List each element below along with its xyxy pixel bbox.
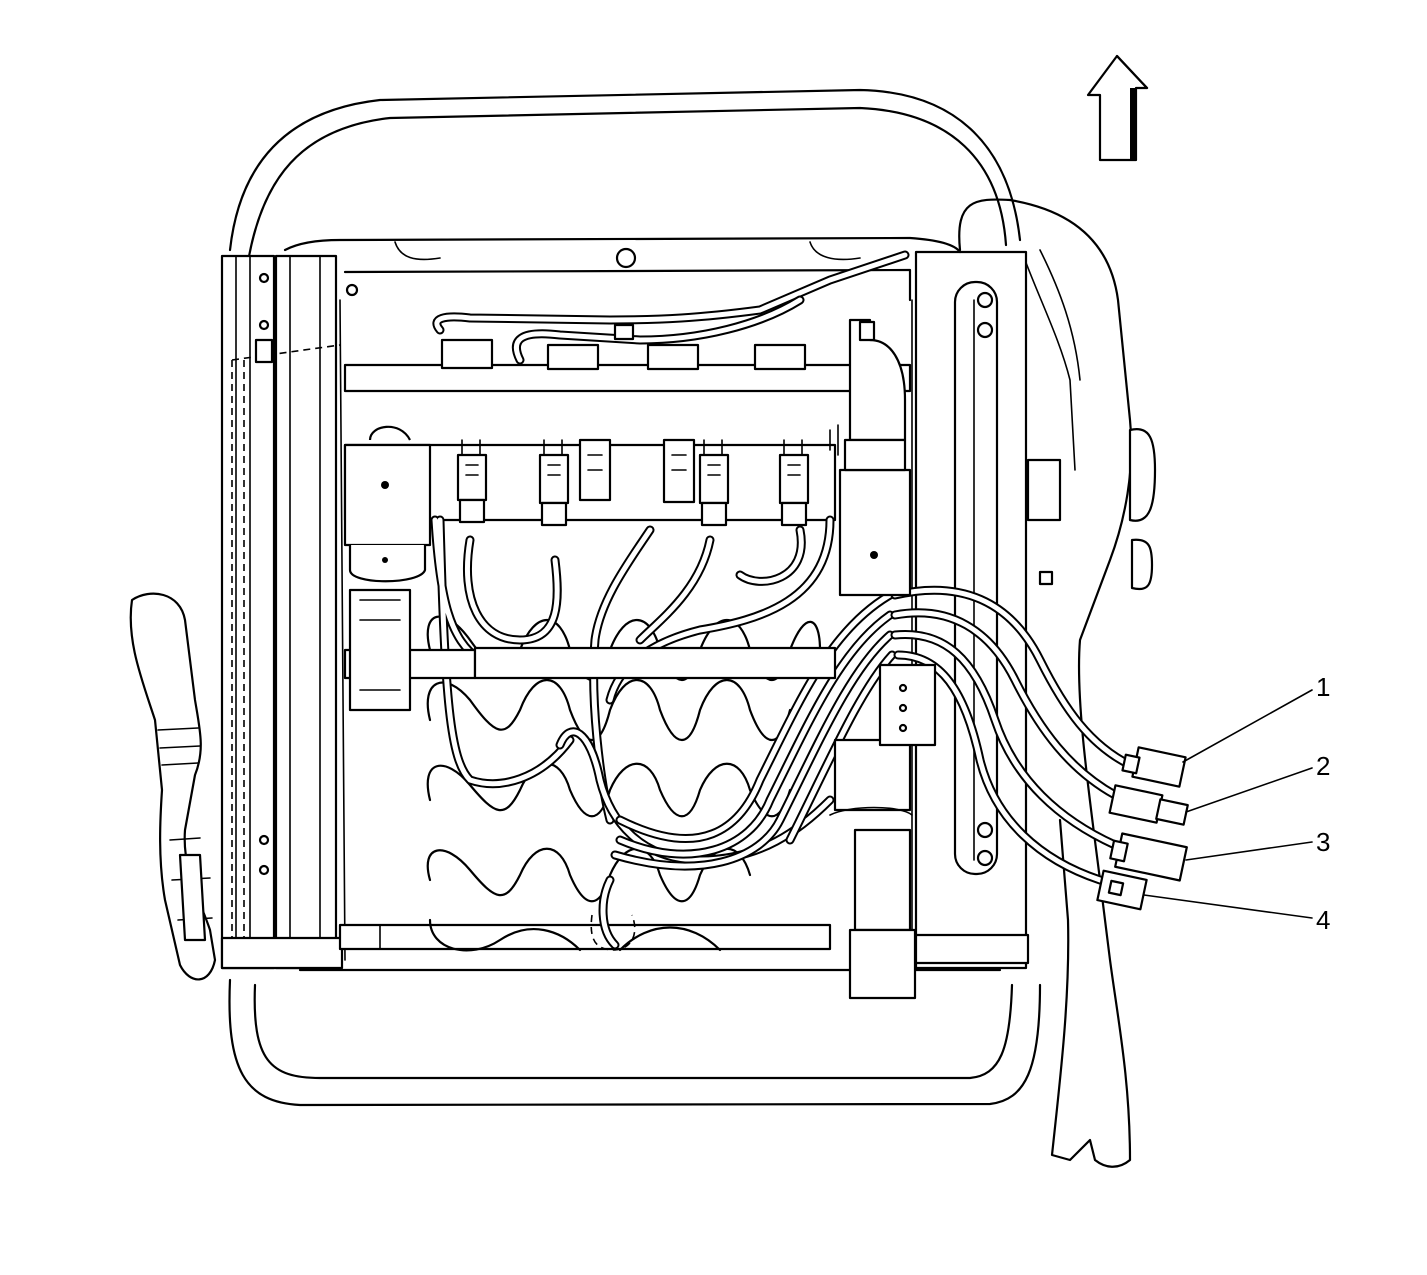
harness-connector-3 xyxy=(1109,832,1188,882)
rear-wiring-harness xyxy=(432,250,910,371)
hidden-connector xyxy=(590,914,636,951)
lower-seat-motor xyxy=(829,663,937,1000)
seat-cushion-outline xyxy=(228,88,1042,1107)
seat-frame xyxy=(283,236,962,961)
callout-leaders xyxy=(1143,689,1313,919)
side-trim-panel xyxy=(958,198,1157,1168)
callout-3: 3 xyxy=(1316,827,1330,857)
callout-1: 1 xyxy=(1316,672,1330,702)
torque-tube xyxy=(343,646,837,680)
callout-2: 2 xyxy=(1316,751,1330,781)
rail-connectors xyxy=(456,438,810,527)
forward-direction-arrow-icon xyxy=(1086,54,1149,162)
harness-connector-1 xyxy=(1121,746,1187,788)
harness-connector-2 xyxy=(1108,784,1189,826)
harness-connector-4 xyxy=(1096,869,1148,911)
right-seat-motor xyxy=(829,318,912,597)
recliner-handle xyxy=(129,592,217,981)
callout-labels: 1 2 3 4 xyxy=(1316,672,1330,935)
callout-4: 4 xyxy=(1316,905,1330,935)
seat-motor-wiring xyxy=(430,515,835,950)
left-seat-motor xyxy=(343,425,432,712)
left-seat-track xyxy=(220,254,359,970)
seat-springs xyxy=(426,615,822,952)
